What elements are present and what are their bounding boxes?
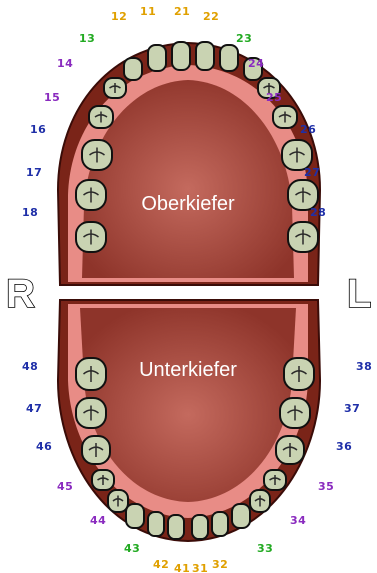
upper-jaw-label: Oberkiefer — [141, 193, 235, 215]
tooth-42[interactable] — [148, 512, 164, 536]
tooth-number-44: 44 — [90, 514, 106, 527]
tooth-33-crown — [232, 504, 250, 528]
tooth-43[interactable] — [126, 504, 144, 528]
tooth-13[interactable] — [124, 58, 142, 80]
tooth-18[interactable] — [76, 222, 106, 252]
tooth-47[interactable] — [76, 398, 106, 428]
tooth-number-15: 15 — [44, 91, 60, 104]
tooth-number-35: 35 — [318, 480, 334, 493]
tooth-11-crown — [172, 42, 190, 70]
tooth-number-32: 32 — [212, 558, 228, 571]
tooth-38[interactable] — [284, 358, 314, 390]
tooth-44[interactable] — [108, 490, 128, 512]
tooth-36[interactable] — [276, 436, 304, 464]
tooth-number-17: 17 — [26, 166, 42, 179]
tooth-number-42: 42 — [153, 558, 169, 571]
tooth-32[interactable] — [212, 512, 228, 536]
tooth-14[interactable] — [104, 78, 126, 98]
tooth-number-41: 41 — [174, 562, 190, 573]
tooth-number-12: 12 — [111, 10, 127, 23]
tooth-number-16: 16 — [30, 123, 46, 136]
tooth-number-28: 28 — [310, 206, 326, 219]
tooth-number-47: 47 — [26, 402, 42, 415]
right-side-marker: R — [6, 272, 35, 316]
tooth-number-11: 11 — [140, 5, 156, 18]
tooth-number-43: 43 — [124, 542, 140, 555]
tooth-32-crown — [212, 512, 228, 536]
tooth-number-22: 22 — [203, 10, 219, 23]
tooth-number-38: 38 — [356, 360, 372, 373]
tooth-number-14: 14 — [57, 57, 73, 70]
tooth-48[interactable] — [76, 358, 106, 390]
tooth-13-crown — [124, 58, 142, 80]
tooth-number-25: 25 — [266, 91, 282, 104]
tooth-number-45: 45 — [57, 480, 73, 493]
tooth-17[interactable] — [76, 180, 106, 210]
tooth-15[interactable] — [89, 106, 113, 128]
tooth-33[interactable] — [232, 504, 250, 528]
tooth-28[interactable] — [288, 222, 318, 252]
tooth-12-crown — [148, 45, 166, 71]
tooth-number-21: 21 — [174, 5, 190, 18]
tooth-number-37: 37 — [344, 402, 360, 415]
tooth-11[interactable] — [172, 42, 190, 70]
tooth-25[interactable] — [273, 106, 297, 128]
tooth-31-crown — [192, 515, 208, 539]
tooth-number-36: 36 — [336, 440, 352, 453]
tooth-number-34: 34 — [290, 514, 306, 527]
tooth-number-27: 27 — [304, 166, 320, 179]
tooth-number-26: 26 — [300, 123, 316, 136]
tooth-number-33: 33 — [257, 542, 273, 555]
tooth-41[interactable] — [168, 515, 184, 539]
tooth-number-18: 18 — [22, 206, 38, 219]
tooth-number-46: 46 — [36, 440, 52, 453]
tooth-number-13: 13 — [79, 32, 95, 45]
tooth-number-31: 31 — [192, 562, 208, 573]
tooth-number-24: 24 — [248, 57, 264, 70]
tooth-21-crown — [196, 42, 214, 70]
left-side-marker: L — [347, 272, 371, 316]
tooth-number-23: 23 — [236, 32, 252, 45]
tooth-22[interactable] — [220, 45, 238, 71]
tooth-42-crown — [148, 512, 164, 536]
tooth-16[interactable] — [82, 140, 112, 170]
tooth-37[interactable] — [280, 398, 310, 428]
tooth-43-crown — [126, 504, 144, 528]
tooth-number-48: 48 — [22, 360, 38, 373]
tooth-46[interactable] — [82, 436, 110, 464]
tooth-12[interactable] — [148, 45, 166, 71]
tooth-21[interactable] — [196, 42, 214, 70]
tooth-34[interactable] — [250, 490, 270, 512]
tooth-22-crown — [220, 45, 238, 71]
tooth-41-crown — [168, 515, 184, 539]
lower-jaw-label: Unterkiefer — [139, 359, 237, 381]
tooth-45[interactable] — [92, 470, 114, 490]
tooth-31[interactable] — [192, 515, 208, 539]
tooth-35[interactable] — [264, 470, 286, 490]
